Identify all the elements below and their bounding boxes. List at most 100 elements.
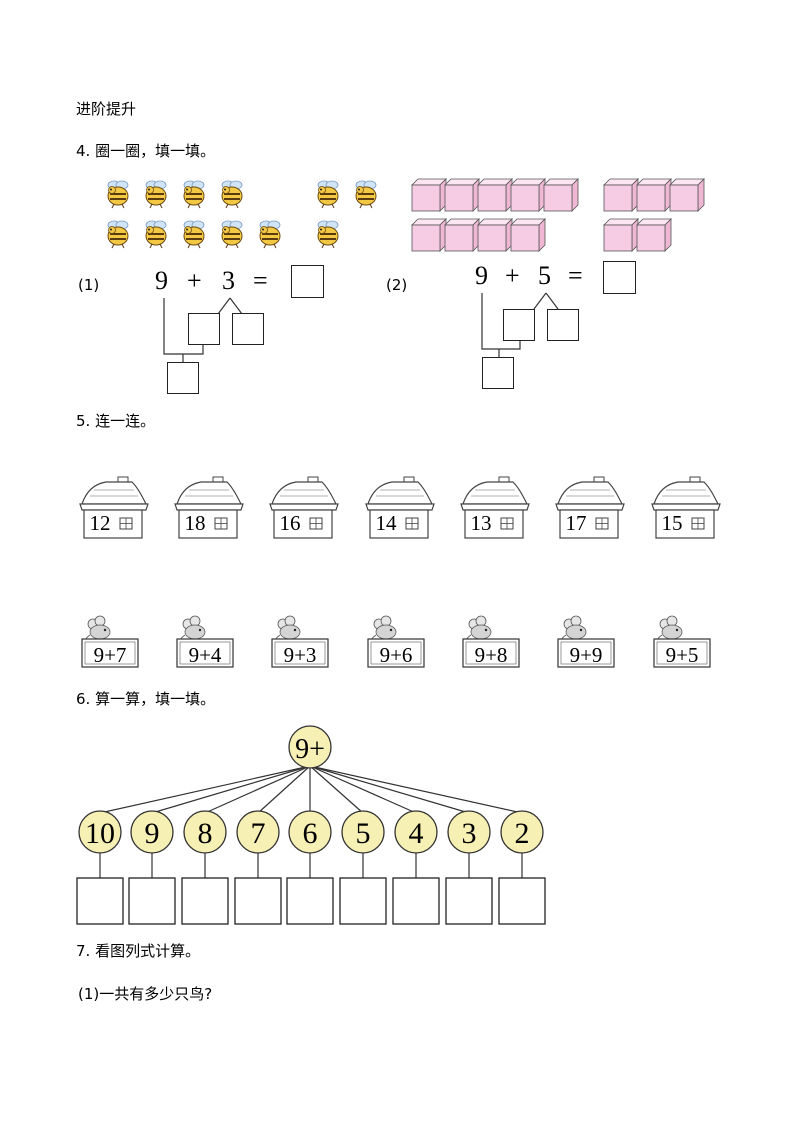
- mouse-expression[interactable]: 9+4: [189, 643, 222, 667]
- node-label: 2: [515, 817, 530, 850]
- mouse-expression[interactable]: 9+5: [666, 643, 699, 667]
- section-title: 进阶提升: [76, 100, 137, 118]
- houses-row: 12 18 16 14 13 17 15: [79, 476, 721, 539]
- addition-tree: 9+ 10 9 8 7 6 5 4 3 2: [76, 725, 546, 925]
- equals-sign: =: [253, 266, 268, 295]
- cube-icon: [603, 218, 639, 252]
- bee-icon: [317, 220, 339, 249]
- addend-left: 9: [475, 261, 488, 290]
- mouse-expression[interactable]: 9+8: [475, 643, 508, 667]
- result-box[interactable]: [392, 877, 440, 925]
- plus-sign: +: [505, 261, 520, 290]
- answer-box[interactable]: [603, 261, 636, 294]
- bee-icon: [317, 180, 339, 209]
- mouse-expression[interactable]: 9+9: [570, 643, 603, 667]
- equals-sign: =: [568, 261, 583, 290]
- node-circle: [183, 810, 227, 854]
- bee-icon: [107, 180, 129, 209]
- cube-icon: [543, 178, 579, 212]
- result-box[interactable]: [498, 877, 546, 925]
- split-box-left[interactable]: [188, 313, 220, 345]
- node-label: 5: [356, 817, 371, 850]
- cube-icon: [669, 178, 705, 212]
- bee-icon: [145, 180, 167, 209]
- cube-icon: [411, 178, 447, 212]
- result-box[interactable]: [128, 877, 176, 925]
- sum-box[interactable]: [482, 357, 514, 389]
- node-label: 9: [145, 817, 160, 850]
- sum-box[interactable]: [167, 362, 199, 394]
- cube-icon: [477, 178, 513, 212]
- split-box-right[interactable]: [232, 313, 264, 345]
- cube-icon: [444, 218, 480, 252]
- house-number[interactable]: 18: [185, 511, 206, 535]
- plus-sign: +: [187, 266, 202, 295]
- node-label: 8: [198, 817, 213, 850]
- question-4-title: 4. 圈一圈，填一填。: [76, 142, 216, 160]
- house-number[interactable]: 17: [566, 511, 587, 535]
- mouse-expression[interactable]: 9+6: [380, 643, 413, 667]
- node-circle: [341, 810, 385, 854]
- node-label: 10: [85, 817, 115, 850]
- root-label: 9+: [295, 734, 325, 765]
- question-6-title: 6. 算一算，填一填。: [76, 690, 216, 708]
- node-label: 6: [303, 817, 318, 850]
- root-circle: [288, 725, 332, 769]
- house-number[interactable]: 12: [90, 511, 111, 535]
- node-label: 4: [409, 817, 424, 850]
- node-circle: [130, 810, 174, 854]
- bee-icon: [107, 220, 129, 249]
- mouse-expression[interactable]: 9+7: [94, 643, 127, 667]
- bee-icon: [183, 180, 205, 209]
- node-circle: [288, 810, 332, 854]
- addend-left: 9: [155, 266, 168, 295]
- node-circle: [236, 810, 280, 854]
- split-box-left[interactable]: [503, 309, 535, 341]
- result-box[interactable]: [76, 877, 124, 925]
- cube-icon: [510, 218, 546, 252]
- house-number[interactable]: 14: [376, 511, 398, 535]
- split-box-right[interactable]: [547, 309, 579, 341]
- bee-icon: [183, 220, 205, 249]
- house-number[interactable]: 15: [662, 511, 683, 535]
- cube-icon: [510, 178, 546, 212]
- result-box[interactable]: [339, 877, 387, 925]
- mice-row: 9+7 9+4 9+3 9+6 9+8 9+9 9+5: [81, 615, 711, 668]
- result-box[interactable]: [234, 877, 282, 925]
- node-circle: [500, 810, 544, 854]
- part-1-label: (1): [78, 276, 100, 294]
- cube-icon: [636, 218, 672, 252]
- cube-icon: [444, 178, 480, 212]
- cube-icon: [636, 178, 672, 212]
- node-circle: [78, 810, 122, 854]
- house-number[interactable]: 13: [471, 511, 492, 535]
- cube-icon: [603, 178, 639, 212]
- decompose-lines: [481, 292, 559, 357]
- addend-right: 5: [538, 261, 551, 290]
- cube-icon: [477, 218, 513, 252]
- bee-icon: [221, 220, 243, 249]
- question-5-title: 5. 连一连。: [76, 412, 156, 430]
- result-box[interactable]: [445, 877, 493, 925]
- decompose-lines: [163, 297, 243, 362]
- result-box[interactable]: [181, 877, 229, 925]
- node-label: 7: [251, 817, 266, 850]
- part-2-label: (2): [386, 276, 408, 294]
- house-number[interactable]: 16: [280, 511, 301, 535]
- bee-icon: [259, 220, 281, 249]
- bee-icon: [355, 180, 377, 209]
- bee-icon: [145, 220, 167, 249]
- cube-icon: [411, 218, 447, 252]
- mouse-expression[interactable]: 9+3: [284, 643, 317, 667]
- addend-right: 3: [222, 266, 235, 295]
- node-circle: [394, 810, 438, 854]
- question-7-title: 7. 看图列式计算。: [76, 942, 201, 960]
- answer-box[interactable]: [291, 265, 324, 298]
- question-7-sub-1: (1)一共有多少只鸟?: [78, 985, 213, 1003]
- result-box[interactable]: [286, 877, 334, 925]
- bees-illustration: [107, 180, 377, 249]
- node-circle: [447, 810, 491, 854]
- tree-spokes: [99, 765, 523, 814]
- bee-icon: [221, 180, 243, 209]
- cubes-illustration: [411, 178, 705, 252]
